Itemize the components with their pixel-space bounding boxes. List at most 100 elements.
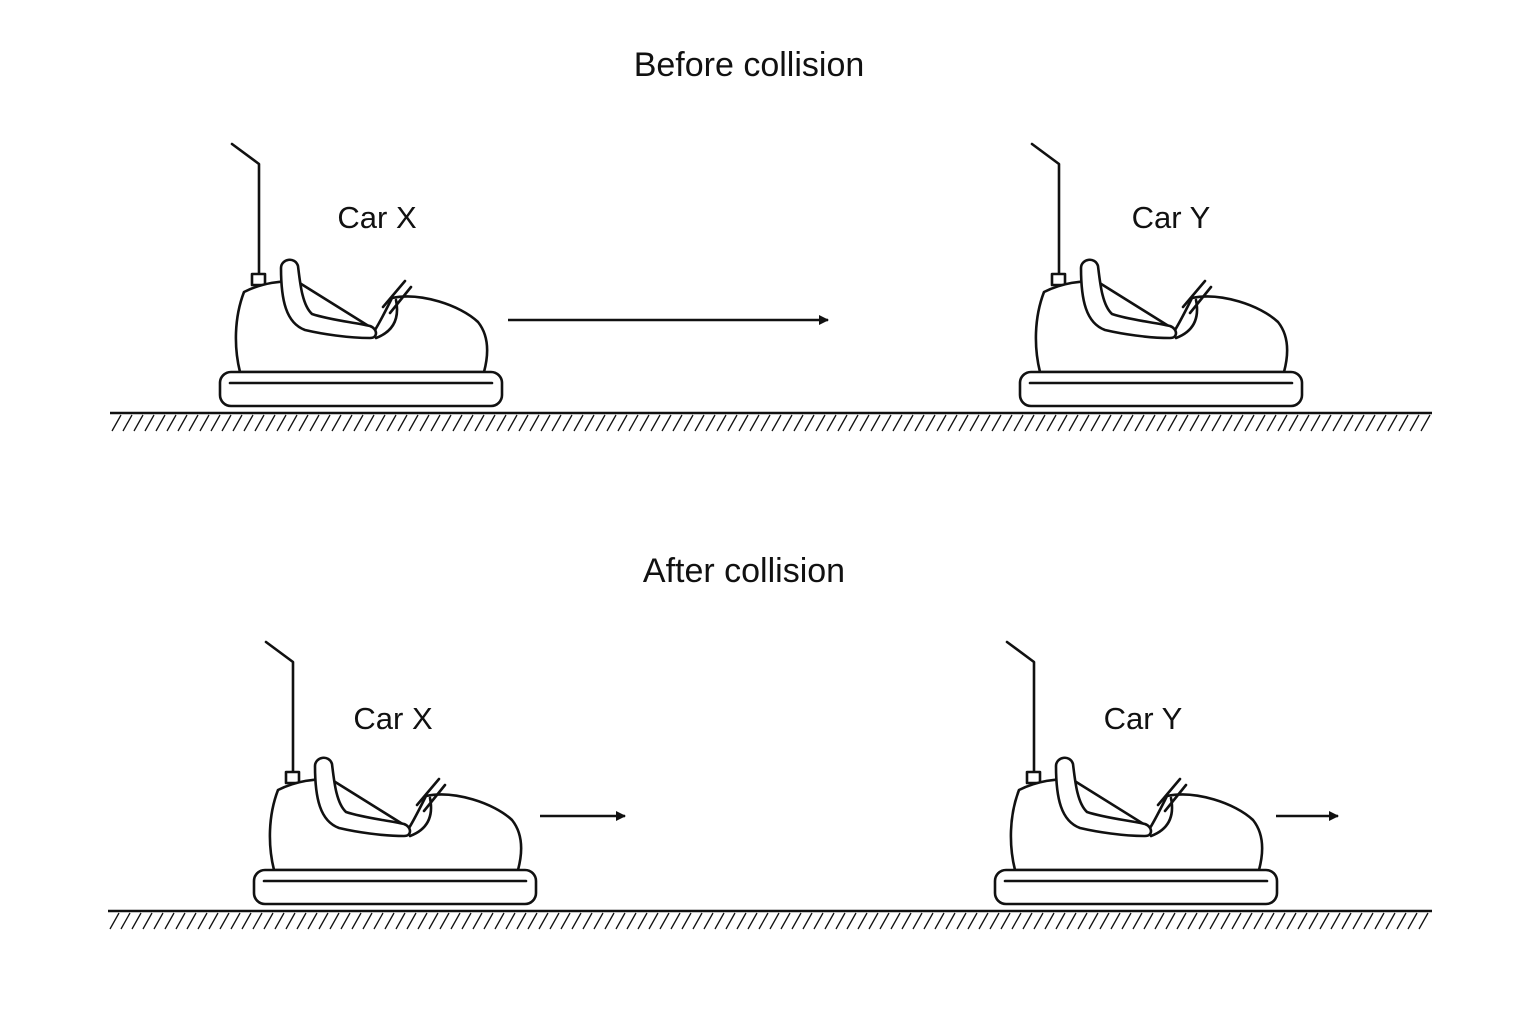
hatch-line	[1055, 912, 1066, 930]
hatch-line	[879, 912, 890, 930]
hatch-line	[1220, 912, 1231, 930]
hatch-line	[1167, 414, 1178, 432]
hatch-line	[661, 414, 672, 432]
hatch-line	[1409, 414, 1420, 432]
hatch-line	[934, 912, 945, 930]
hatch-line	[606, 414, 617, 432]
hatch-line	[1275, 912, 1286, 930]
hatch-line	[1134, 414, 1145, 432]
hatch-line	[1101, 414, 1112, 432]
hatch-line	[714, 912, 725, 930]
hatch-line	[353, 414, 364, 432]
hatch-line	[1244, 414, 1255, 432]
hatch-line	[309, 414, 320, 432]
hatch-line	[1132, 912, 1143, 930]
hatch-line	[362, 912, 373, 930]
hatch-line	[870, 414, 881, 432]
hatch-line	[1222, 414, 1233, 432]
hatch-line	[670, 912, 681, 930]
hatch-line	[857, 912, 868, 930]
hatch-line	[461, 912, 472, 930]
hatch-line	[428, 912, 439, 930]
hatch-line	[595, 414, 606, 432]
hatch-line	[285, 912, 296, 930]
hatch-line	[318, 912, 329, 930]
hatch-line	[131, 912, 142, 930]
hatch-line	[329, 912, 340, 930]
hatch-line	[639, 414, 650, 432]
hatch-line	[1354, 414, 1365, 432]
hatch-line	[232, 414, 243, 432]
hatch-line	[1376, 414, 1387, 432]
bumper-car-icon	[218, 142, 504, 408]
hatch-line	[1420, 414, 1431, 432]
hatch-line	[914, 414, 925, 432]
hatch-line	[483, 912, 494, 930]
heading-before: Before collision	[634, 46, 865, 84]
car-x-label: Car X	[337, 200, 417, 235]
hatch-line	[452, 414, 463, 432]
hatch-line	[1024, 414, 1035, 432]
car-x-after: Car X	[252, 640, 538, 906]
hatch-line	[516, 912, 527, 930]
hatch-line	[518, 414, 529, 432]
hatch-line	[1002, 414, 1013, 432]
hatch-line	[835, 912, 846, 930]
hatch-line	[1033, 912, 1044, 930]
hatch-line	[1156, 414, 1167, 432]
panel-after: After collision Car X Car Y	[108, 552, 1432, 930]
hatch-line	[496, 414, 507, 432]
hatch-line	[243, 414, 254, 432]
hatch-line	[419, 414, 430, 432]
hatch-line	[1233, 414, 1244, 432]
hatch-line	[1145, 414, 1156, 432]
hatch-line	[1176, 912, 1187, 930]
car-x-before: Car X	[218, 142, 504, 408]
hatch-line	[1154, 912, 1165, 930]
hatch-line	[560, 912, 571, 930]
hatch-line	[1231, 912, 1242, 930]
car-y-after: Car Y	[993, 640, 1279, 906]
hatch-line	[175, 912, 186, 930]
hatch-line	[1123, 414, 1134, 432]
hatch-line	[340, 912, 351, 930]
hatch-line	[1110, 912, 1121, 930]
car-x-label: Car X	[353, 701, 433, 736]
hatch-line	[681, 912, 692, 930]
hatch-line	[1121, 912, 1132, 930]
hatch-line	[111, 414, 122, 432]
hatch-line	[1297, 912, 1308, 930]
bumper-car-icon	[1018, 142, 1304, 408]
hatch-line	[1299, 414, 1310, 432]
hatch-line	[505, 912, 516, 930]
hatch-line	[980, 414, 991, 432]
hatch-line	[351, 912, 362, 930]
hatch-line	[527, 912, 538, 930]
hatch-line	[199, 414, 210, 432]
hatch-line	[978, 912, 989, 930]
hatch-line	[364, 414, 375, 432]
hatch-line	[373, 912, 384, 930]
hatch-line	[604, 912, 615, 930]
hatch-line	[989, 912, 1000, 930]
hatch-line	[1200, 414, 1211, 432]
hatch-line	[846, 912, 857, 930]
hatch-line	[1088, 912, 1099, 930]
hatch-line	[1310, 414, 1321, 432]
hatch-line	[967, 912, 978, 930]
hatch-line	[441, 414, 452, 432]
hatch-line	[177, 414, 188, 432]
hatch-line	[320, 414, 331, 432]
hatch-line	[815, 414, 826, 432]
hatch-line	[826, 414, 837, 432]
hatch-line	[813, 912, 824, 930]
hatch-line	[1209, 912, 1220, 930]
ground-before	[110, 411, 1432, 432]
hatch-line	[628, 414, 639, 432]
hatch-line	[705, 414, 716, 432]
hatch-line	[969, 414, 980, 432]
hatch-line	[760, 414, 771, 432]
hatch-line	[1011, 912, 1022, 930]
hatch-line	[219, 912, 230, 930]
hatch-line	[395, 912, 406, 930]
